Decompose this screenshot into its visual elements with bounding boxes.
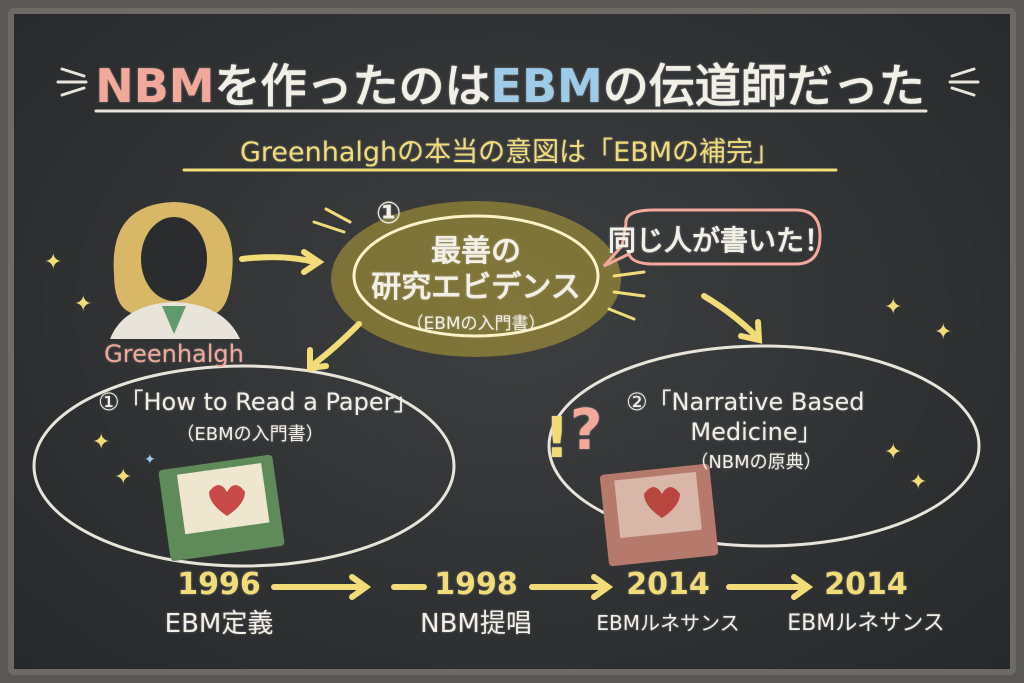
red-book-icon xyxy=(599,463,719,567)
page-title: NBMを作ったのはEBMの伝道師だった xyxy=(95,50,925,116)
timeline-label-4: EBMルネサンス xyxy=(787,611,945,636)
right-book-number: ② xyxy=(626,388,648,416)
timeline-year-1: 1996 xyxy=(177,567,261,602)
exclamation-mark: ! xyxy=(544,406,570,471)
left-book-note: （EBMの入門書） xyxy=(176,424,324,445)
svg-text:✦: ✦ xyxy=(909,470,927,495)
center-line1: 最善の xyxy=(431,234,521,269)
svg-text:✦: ✦ xyxy=(144,452,156,468)
sparkle-icons: ✦✦✦✦ ✦✦✦✦ ✦ xyxy=(44,250,952,495)
center-note: （EBMの入門書） xyxy=(406,314,546,334)
right-book-title2: Medicine」 xyxy=(690,418,822,446)
center-oval xyxy=(352,214,600,338)
timeline-year-2: 1998 xyxy=(434,567,518,602)
right-book-note: （NBMの原典） xyxy=(690,452,822,473)
right-ellipse xyxy=(547,344,981,548)
question-mark: ? xyxy=(570,398,603,463)
left-book-title: ①「How to Read a Paper」 xyxy=(98,382,417,417)
timeline-label-1: EBM定義 xyxy=(164,609,274,639)
timeline-label-2: NBM提唱 xyxy=(420,609,532,639)
title-dashes xyxy=(56,67,980,97)
person-label: Greenhalgh xyxy=(104,340,244,368)
green-book-icon xyxy=(158,454,285,561)
right-book-title-text1: 「Narrative Based xyxy=(647,388,865,416)
center-glow xyxy=(331,201,621,357)
subtitle: Greenhalghの本当の意図は「EBMの補完」 xyxy=(239,137,781,168)
left-ellipse xyxy=(32,364,456,568)
timeline-year-3: 2014 xyxy=(626,567,710,602)
timeline-label-3: EBMルネサンス xyxy=(596,611,740,635)
speech-bubble-outline xyxy=(602,208,822,268)
center-line2: 研究エビデンス xyxy=(371,270,581,305)
svg-text:✦: ✦ xyxy=(74,292,92,317)
speech-bubble-text: 同じ人が書いた！ xyxy=(607,224,833,257)
title-ebm: EBM xyxy=(490,59,603,113)
person-icon xyxy=(110,202,240,339)
chalkboard: ✦✦✦✦ ✦✦✦✦ ✦ NBMを作ったのはEBMの伝道師だった Greenhal… xyxy=(8,8,1016,675)
left-book-number: ① xyxy=(98,388,120,416)
arrows xyxy=(239,249,814,600)
left-book-title-text: 「How to Read a Paper」 xyxy=(119,388,418,416)
center-number: ① xyxy=(376,196,402,231)
glow-rays xyxy=(312,207,646,321)
svg-text:✦: ✦ xyxy=(44,250,62,275)
svg-text:✦: ✦ xyxy=(92,430,110,455)
timeline-year-4: 2014 xyxy=(824,567,908,602)
svg-text:✦: ✦ xyxy=(114,465,132,490)
title-mid: を作ったのは xyxy=(214,59,491,113)
svg-text:✦: ✦ xyxy=(884,440,902,465)
svg-text:✦: ✦ xyxy=(934,320,952,345)
title-end: の伝道師だった xyxy=(602,59,925,113)
chalk-drawings: ✦✦✦✦ ✦✦✦✦ ✦ xyxy=(32,67,981,600)
right-book-title1: ②「Narrative Based xyxy=(626,382,865,417)
svg-text:✦: ✦ xyxy=(884,295,902,320)
title-nbm: NBM xyxy=(95,59,215,113)
